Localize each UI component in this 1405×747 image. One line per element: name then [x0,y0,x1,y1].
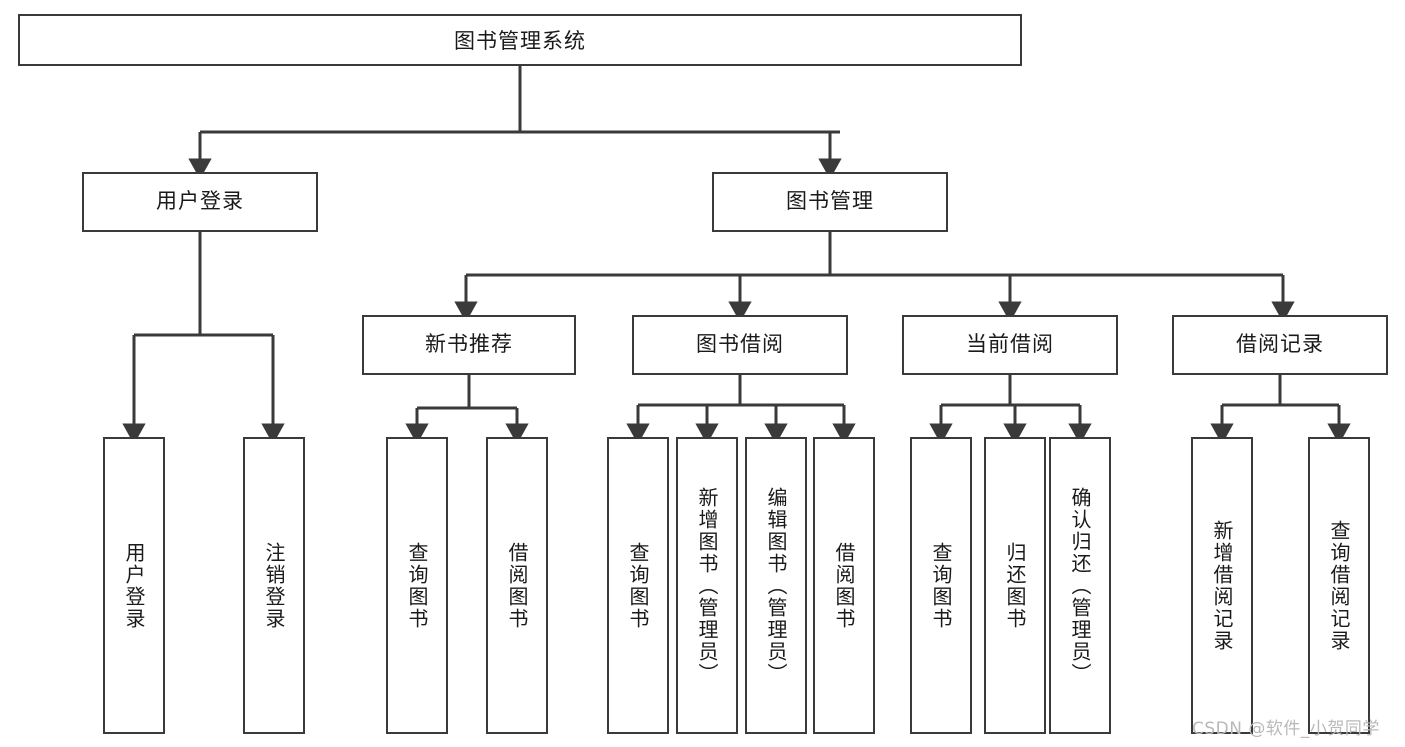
node-leaf-borrow-book-1[interactable]: 借阅图书 [486,437,548,734]
node-book-borrow[interactable]: 图书借阅 [632,315,848,375]
node-leaf-borrow-book-1-label: 借阅图书 [505,541,529,630]
node-book-manage[interactable]: 图书管理 [712,172,948,232]
node-leaf-add-borrow-record[interactable]: 新增借阅记录 [1191,437,1253,734]
node-root[interactable]: 图书管理系统 [18,14,1022,66]
node-new-book-recommend[interactable]: 新书推荐 [362,315,576,375]
node-leaf-user-login[interactable]: 用户登录 [103,437,165,734]
node-book-manage-label: 图书管理 [786,189,874,214]
node-leaf-confirm-return-admin-label: 确认归还（管理员） [1068,486,1092,685]
node-leaf-edit-book-admin[interactable]: 编辑图书（管理员） [745,437,807,734]
node-leaf-return-book[interactable]: 归还图书 [984,437,1046,734]
node-user-login[interactable]: 用户登录 [82,172,318,232]
node-leaf-borrow-book-2[interactable]: 借阅图书 [813,437,875,734]
node-new-book-recommend-label: 新书推荐 [425,332,513,357]
node-current-borrow[interactable]: 当前借阅 [902,315,1118,375]
node-leaf-user-login-label: 用户登录 [122,541,146,630]
node-borrow-record-label: 借阅记录 [1236,332,1324,357]
node-leaf-user-logout-label: 注销登录 [262,541,286,630]
node-leaf-add-borrow-record-label: 新增借阅记录 [1210,519,1234,652]
node-borrow-record[interactable]: 借阅记录 [1172,315,1388,375]
node-user-login-label: 用户登录 [156,189,244,214]
csdn-watermark: CSDN @软件_小贺同学 [1192,719,1380,739]
node-book-borrow-label: 图书借阅 [696,332,784,357]
node-leaf-edit-book-admin-label: 编辑图书（管理员） [764,486,788,685]
node-leaf-query-book-2[interactable]: 查询图书 [607,437,669,734]
node-leaf-return-book-label: 归还图书 [1003,541,1027,630]
node-current-borrow-label: 当前借阅 [966,332,1054,357]
node-leaf-borrow-book-2-label: 借阅图书 [832,541,856,630]
node-leaf-query-borrow-record-label: 查询借阅记录 [1327,519,1351,652]
node-leaf-add-book-admin-label: 新增图书（管理员） [695,486,719,685]
node-leaf-query-book-2-label: 查询图书 [626,541,650,630]
node-leaf-query-book-1-label: 查询图书 [405,541,429,630]
node-leaf-query-book-1[interactable]: 查询图书 [386,437,448,734]
node-leaf-query-borrow-record[interactable]: 查询借阅记录 [1308,437,1370,734]
node-leaf-confirm-return-admin[interactable]: 确认归还（管理员） [1049,437,1111,734]
node-leaf-query-book-3[interactable]: 查询图书 [910,437,972,734]
node-leaf-add-book-admin[interactable]: 新增图书（管理员） [676,437,738,734]
node-root-label: 图书管理系统 [454,29,586,53]
node-leaf-query-book-3-label: 查询图书 [929,541,953,630]
node-leaf-user-logout[interactable]: 注销登录 [243,437,305,734]
